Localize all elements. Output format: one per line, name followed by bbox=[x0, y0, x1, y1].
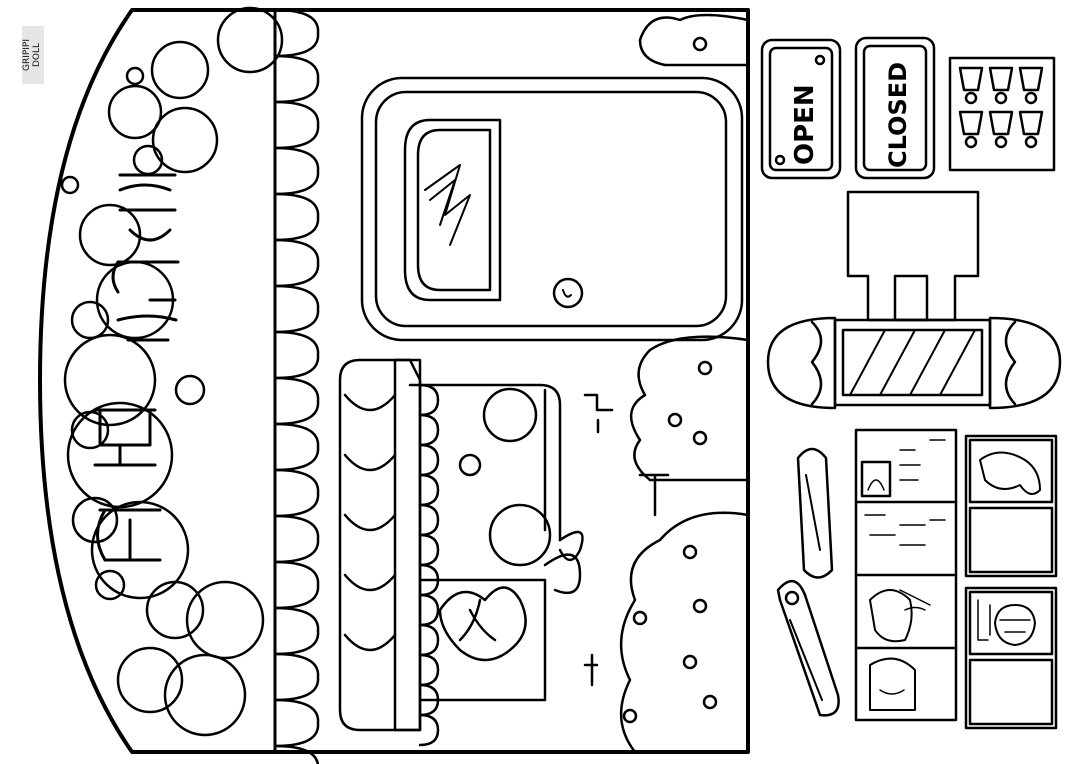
tag-ring bbox=[1024, 91, 1038, 105]
closed-sign: CLOSED bbox=[854, 36, 936, 180]
window-stripe bbox=[343, 513, 397, 532]
barber-awning bbox=[766, 190, 1062, 410]
window-scallop bbox=[418, 383, 440, 417]
display-window bbox=[338, 358, 584, 747]
tag bbox=[1018, 66, 1044, 92]
window-scallop bbox=[418, 503, 440, 537]
sign-bubble bbox=[174, 374, 206, 406]
sign-bubble bbox=[132, 144, 164, 176]
tag-ring bbox=[964, 135, 978, 149]
sign-bubble bbox=[216, 6, 284, 74]
sign-bubble bbox=[60, 175, 80, 195]
sign-bubble bbox=[63, 333, 157, 427]
window-stripe bbox=[343, 453, 397, 472]
window-scallop bbox=[418, 533, 440, 567]
hanging-tags bbox=[948, 56, 1056, 172]
awning-scallop bbox=[273, 100, 320, 150]
scalloped-awning bbox=[273, 8, 320, 764]
brand-label: GRIPIPI DOLL bbox=[22, 26, 44, 84]
sign-bubble bbox=[78, 203, 142, 267]
awning-scallop bbox=[273, 54, 320, 104]
sign-bubble bbox=[71, 496, 119, 544]
tag-ring bbox=[994, 135, 1008, 149]
tag bbox=[988, 66, 1014, 92]
awning-scallop bbox=[273, 606, 320, 656]
open-sign: OPEN bbox=[760, 38, 842, 180]
tag bbox=[988, 110, 1014, 136]
window-scallop bbox=[418, 473, 440, 507]
door-knob bbox=[552, 277, 584, 309]
sign-bubble bbox=[90, 500, 190, 600]
closed-sign-text: CLOSED bbox=[884, 62, 912, 168]
window-scallop bbox=[418, 593, 440, 627]
sign-bubble bbox=[94, 569, 126, 601]
comb-tool bbox=[796, 447, 834, 579]
sign-bubble bbox=[151, 106, 219, 174]
tag bbox=[958, 66, 984, 92]
awning-scallop bbox=[273, 514, 320, 564]
sign-bubble bbox=[70, 300, 110, 340]
window-stripe bbox=[343, 633, 397, 652]
sign-bubble bbox=[107, 84, 163, 140]
wall-hooks bbox=[583, 393, 670, 687]
awning-scallop bbox=[273, 8, 320, 58]
window-scallop bbox=[418, 413, 440, 447]
sign-lettering bbox=[93, 173, 180, 562]
awning-scallop bbox=[273, 146, 320, 196]
sign-bubble bbox=[70, 410, 110, 450]
awning-scallop bbox=[273, 284, 320, 334]
awning-scallop bbox=[273, 468, 320, 518]
tag-ring bbox=[994, 91, 1008, 105]
bubble-sign bbox=[60, 6, 284, 737]
shop-door bbox=[360, 76, 744, 342]
flower-decoration bbox=[438, 586, 527, 662]
bushes bbox=[619, 13, 750, 754]
photo-frames bbox=[964, 434, 1058, 730]
awning-scallop bbox=[273, 744, 320, 764]
scissors-tool bbox=[776, 580, 840, 717]
sign-bubble bbox=[125, 66, 145, 86]
awning-scallop bbox=[273, 422, 320, 472]
awning-scallop bbox=[273, 238, 320, 288]
sign-bubble bbox=[163, 653, 247, 737]
sign-bubble bbox=[185, 580, 265, 660]
shop-frame bbox=[38, 8, 750, 754]
tag-ring bbox=[1024, 135, 1038, 149]
sign-bubble bbox=[145, 580, 205, 640]
window-scallop bbox=[418, 713, 440, 747]
open-sign-text: OPEN bbox=[790, 84, 820, 165]
tag bbox=[1018, 110, 1044, 136]
awning-scallop bbox=[273, 698, 320, 748]
sign-bubble bbox=[150, 40, 210, 100]
tag bbox=[958, 110, 984, 136]
sign-bubble bbox=[116, 646, 184, 714]
awning-scallop bbox=[273, 376, 320, 426]
window-scallop bbox=[418, 443, 440, 477]
awning-scallop bbox=[273, 560, 320, 610]
window-stripe bbox=[343, 573, 397, 592]
tag-ring bbox=[964, 91, 978, 105]
window-scallop bbox=[418, 653, 440, 687]
window-scallop bbox=[418, 623, 440, 657]
awning-scallop bbox=[273, 652, 320, 702]
awning-scallop bbox=[273, 330, 320, 380]
portrait-cards bbox=[854, 428, 958, 722]
window-stripe bbox=[343, 393, 397, 412]
awning-scallop bbox=[273, 192, 320, 242]
